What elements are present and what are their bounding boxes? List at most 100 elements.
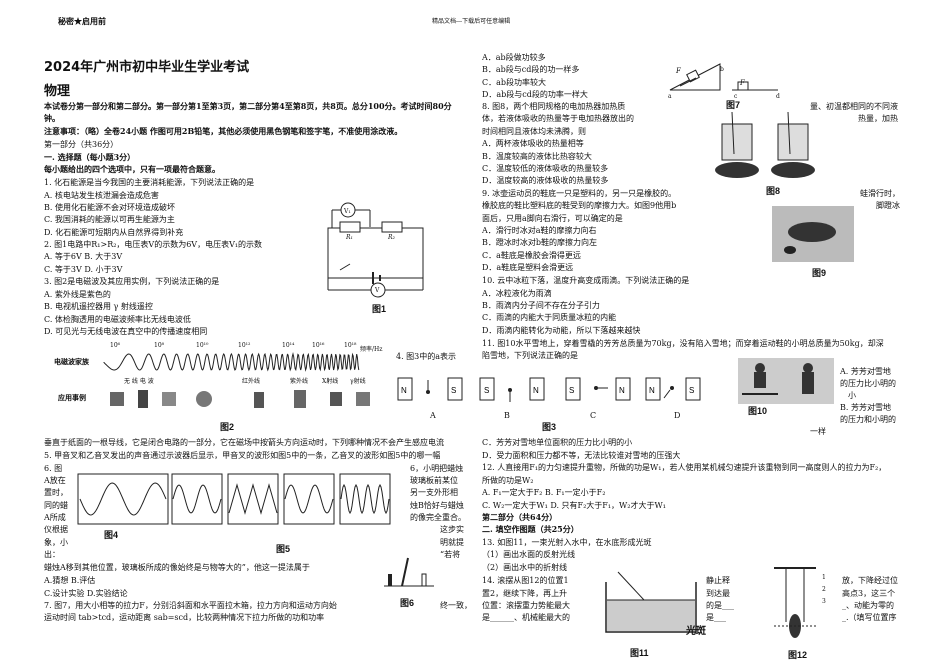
em-name: γ射线	[350, 378, 366, 385]
question-line: 14. 滚摆从图12的位置1	[482, 576, 569, 585]
fig3-option: D	[674, 411, 681, 420]
option-line: B. 使用化石能源不会对环境造成破坏	[44, 203, 175, 212]
option-line: C. 体检胸透用的电磁波频率比无线电波低	[44, 315, 191, 324]
q6-right-line: 另一支外形相	[410, 488, 458, 497]
subject-title: 物理	[44, 84, 71, 99]
section-heading: 二. 填空作图题（共25分）	[482, 524, 579, 534]
option-line: B．ab段与cd段的功一样多	[482, 65, 580, 74]
em-name: X射线	[322, 378, 339, 385]
question-line: 量、初温都相同的不同液	[810, 102, 898, 111]
em-family-label: 电磁波家族	[54, 357, 89, 366]
question-line: （1）画出水面的反射光线	[482, 550, 576, 559]
option-line: B．温度较高的液体比热容较大	[482, 152, 592, 161]
question-line: 垂直于纸面的一根导线，它是闭合电路的一部分，它在磁场中按箭头方向运动时，下列哪种…	[44, 438, 444, 447]
q6-line: 象，小	[44, 538, 68, 547]
option-line: C. W₂一定大于W₁ D. 只有F₂大于F₁，W₂才大于W₁	[482, 501, 666, 510]
option-line: C．温度较低的液体吸收的热量较多	[482, 164, 609, 173]
option-line: 小	[848, 391, 856, 400]
freq-tick: 10¹⁶	[312, 342, 325, 349]
option-line: C．雨滴的内能大于同质量冰粒的内能	[482, 313, 617, 322]
question-line: 位置：滚摆重力势能最大	[482, 601, 570, 610]
point-label: a	[668, 93, 672, 100]
secret-label: 秘密★启用前	[58, 16, 106, 26]
watermark: 精品文档---下载后可任意编辑	[432, 18, 511, 25]
intro-line: 第一部分（共36分）	[44, 140, 119, 149]
question-line: 11. 图10水平雪地上，穿着雪橇的芳芳总质量为70kg，没有陷入雪地；而穿着运…	[482, 339, 884, 348]
question-line: 13. 如图11，一束光射入水中，在水底形成光斑	[482, 538, 652, 547]
svg-text:S: S	[569, 386, 574, 395]
option-line: 的压力比小明的	[840, 379, 896, 388]
option-line: 一样	[810, 427, 826, 436]
question-line: 3. 图2是电磁波及其应用实例，下列说法正确的是	[44, 277, 220, 286]
fig3-option: C	[590, 411, 597, 420]
option-line: C．ab段功率较大	[482, 78, 547, 87]
option-line: C. 我国消耗的能源以可再生能源为主	[44, 215, 175, 224]
incline-figure	[669, 63, 778, 91]
fig12-caption: 图12	[788, 650, 808, 660]
em-name: 紫外线	[290, 378, 309, 385]
application-icons	[110, 390, 370, 408]
freq-tick: 10¹⁴	[282, 342, 295, 349]
curling-photo	[772, 206, 854, 262]
question-line: 4. 图3中的a表示	[396, 352, 457, 361]
waveform-trace	[172, 484, 222, 514]
question-line: 的是___	[706, 601, 734, 610]
option-line: 的压力和小明的	[840, 415, 896, 424]
question-line: 热量，加热	[858, 114, 898, 123]
freq-tick: 10⁸	[154, 342, 165, 349]
em-name: 红外线	[242, 378, 261, 385]
svg-text:S: S	[451, 386, 456, 395]
option-line: D．雨滴内能转化为动能，所以下落越来越快	[482, 326, 641, 335]
em-wave	[103, 352, 360, 372]
part-heading: 第二部分（共64分）	[482, 512, 558, 522]
q6-line: 出：	[44, 550, 60, 559]
fig3-caption: 图3	[542, 422, 557, 432]
svg-text:N: N	[401, 386, 407, 395]
fig5-caption: 图5	[276, 544, 291, 554]
question-line: （2）画出水中的折射线	[482, 563, 568, 572]
force-label: F	[740, 79, 745, 87]
q6-line: 置时，	[44, 488, 68, 497]
question-line: 5. 甲音叉和乙音叉发出的声音通过示波器后显示，甲音叉的波形如图5中的一条，乙音…	[44, 451, 441, 460]
q6-right-line: 6，小明把蜡烛	[410, 464, 464, 473]
question-line: 置2，继续下降，再上升	[482, 589, 568, 598]
option-line: B．蹬冰时冰对b鞋的摩擦力向左	[482, 238, 597, 247]
fig3-option: A	[430, 411, 436, 420]
page-title: 2024年广州市初中毕业生学业考试	[44, 60, 250, 75]
question-line: 2. 图1电路中R₁>R₂，电压表V的示数为6V，电压表V₁的示数	[44, 240, 263, 249]
option-line: D．温度较高的液体吸收的热量较多	[482, 176, 609, 185]
freq-tick: 10¹²	[238, 342, 251, 349]
q6-line: A放在	[44, 476, 66, 485]
waveform-trace	[228, 483, 278, 515]
fig7-caption: 图7	[726, 100, 741, 110]
option-line: A. F₁一定大于F₂ B. F₁一定小于F₂	[482, 488, 606, 497]
fig11-caption: 图11	[630, 648, 649, 658]
question-line: 7. 图7，用大小相等的拉力F，分别沿斜面和水平面拉木箱，拉力方向和运动方向始	[44, 601, 337, 610]
question-line: 高点3，这三个	[842, 589, 896, 598]
option-line: D. 可见光与无线电波在真空中的传播速度相同	[44, 327, 208, 336]
option-line: A．冰粒液化为雨滴	[482, 289, 552, 298]
q6-right-line: 玻璃板前某位	[410, 476, 458, 485]
svg-text:S: S	[484, 386, 489, 395]
question-line: 运动时间 tab>tcd，运动距离 sab=scd，比较两种情况下拉力所做的功和…	[44, 613, 325, 622]
fig1-caption: 图1	[372, 304, 387, 314]
voltmeter-v1-label: V₁	[344, 208, 351, 215]
question-line: _.（填写位置序	[842, 613, 897, 622]
fig2-caption: 图2	[220, 422, 235, 432]
option-line: A.猜想 B.评估	[44, 576, 96, 585]
option-line: B. 芳芳对雪地	[840, 403, 891, 412]
application-label: 应用事例	[58, 393, 86, 402]
question-line: 是___	[706, 613, 726, 622]
question-line: 10. 云中冰粒下落，温度升高变成雨滴。下列说法正确的是	[482, 276, 690, 285]
r1-label: R₁	[346, 234, 353, 241]
question-line: 8. 图8，两个相同规格的电加热器加热质	[482, 102, 626, 111]
option-line: D. 化石能源可短期内从自然界得到补充	[44, 228, 184, 237]
question-line: 是______、机械能最大的	[482, 613, 570, 622]
section-heading: 一. 选择题（每小题3分）	[44, 152, 136, 162]
svg-text:N: N	[533, 386, 539, 395]
waveform-trace	[340, 483, 390, 515]
freq-tick: 10⁶	[110, 342, 121, 349]
voltmeter-v-label: V	[375, 287, 380, 294]
option-line: A．两杯液体吸收的热量相等	[482, 139, 584, 148]
question-line: 12. 人直接用F₁的力匀速提升重物，所做的功是W₁，若人使用某机械匀速提升该重…	[482, 463, 887, 472]
